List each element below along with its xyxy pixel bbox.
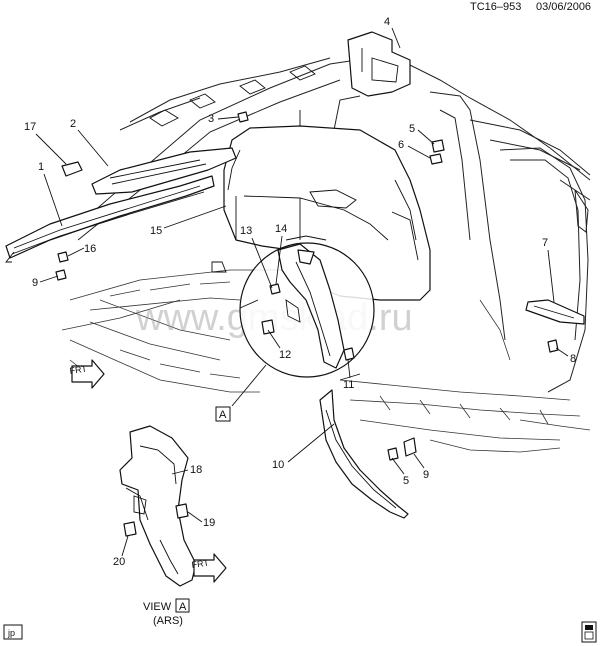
vehicle-body	[61, 57, 591, 453]
callout-4: 4	[384, 16, 401, 49]
front-arrow-label: FRT	[191, 558, 210, 570]
view-label: VIEW A (ARS)	[143, 598, 190, 627]
svg-text:1: 1	[38, 161, 44, 173]
view-label-letter: A	[179, 601, 187, 613]
part-sill-plate	[429, 139, 585, 353]
callout-10: 10	[272, 423, 335, 471]
callout-6: 6	[398, 139, 431, 159]
svg-text:20: 20	[113, 556, 125, 568]
callouts: 1 2 3 4 5 5 6 7	[24, 16, 576, 568]
callout-11: 11	[343, 359, 354, 391]
svg-text:10: 10	[272, 459, 284, 471]
svg-text:9: 9	[32, 277, 38, 289]
footer-logo-icon	[581, 621, 597, 643]
svg-text:4: 4	[384, 16, 390, 28]
svg-text:7: 7	[542, 237, 548, 249]
callout-2: 2	[70, 118, 109, 167]
callout-15: 15	[150, 205, 227, 237]
svg-text:5: 5	[409, 123, 415, 135]
callout-18: 18	[171, 464, 202, 476]
svg-text:18: 18	[190, 464, 202, 476]
callout-19: 19	[187, 511, 215, 529]
part-upper-quarter-trim	[347, 31, 411, 97]
callout-9-lower: 9	[413, 453, 429, 481]
callout-8: 8	[555, 347, 576, 365]
svg-text:16: 16	[84, 243, 96, 255]
svg-text:11: 11	[343, 379, 354, 391]
callout-17: 17	[24, 121, 67, 165]
callout-16: 16	[67, 243, 96, 257]
svg-text:17: 17	[24, 121, 36, 133]
svg-text:jp: jp	[7, 628, 15, 638]
view-reference-box: A	[215, 406, 231, 422]
callout-20: 20	[113, 535, 129, 568]
diagram-date: 03/06/2006	[536, 1, 591, 13]
callout-5-lower: 5	[391, 457, 409, 487]
view-label-sub: (ARS)	[153, 615, 183, 627]
svg-text:6: 6	[398, 139, 404, 151]
svg-text:9: 9	[423, 469, 429, 481]
view-a-detail	[119, 425, 197, 587]
svg-text:12: 12	[279, 349, 291, 361]
svg-text:A: A	[219, 409, 227, 421]
svg-text:8: 8	[570, 353, 576, 365]
callout-12: 12	[267, 329, 291, 361]
svg-text:5: 5	[403, 475, 409, 487]
callout-1: 1	[38, 161, 63, 227]
part-rail-trim	[5, 111, 249, 281]
front-arrow-label: FRT	[69, 364, 88, 376]
diagram-code: TC16–953	[470, 1, 521, 13]
callout-5-upper: 5	[409, 123, 435, 145]
callout-14: 14	[275, 223, 287, 285]
svg-text:13: 13	[240, 225, 252, 237]
part-pillar-trim	[319, 389, 417, 519]
svg-text:19: 19	[203, 517, 215, 529]
svg-text:14: 14	[275, 223, 287, 235]
svg-text:15: 15	[150, 225, 162, 237]
callout-3: 3	[208, 113, 239, 125]
view-label-text: VIEW	[143, 601, 172, 613]
footer-code-box: jp	[3, 624, 23, 640]
callout-7: 7	[542, 237, 555, 303]
part-quarter-trim-panel	[211, 125, 431, 301]
front-arrow-upper: FRT	[69, 359, 105, 389]
detail-circle	[231, 235, 375, 407]
callout-13: 13	[240, 225, 273, 289]
front-arrow-lower: FRT	[191, 553, 227, 583]
svg-text:3: 3	[208, 113, 214, 125]
svg-text:2: 2	[70, 118, 76, 130]
callout-9-left: 9	[32, 275, 59, 289]
